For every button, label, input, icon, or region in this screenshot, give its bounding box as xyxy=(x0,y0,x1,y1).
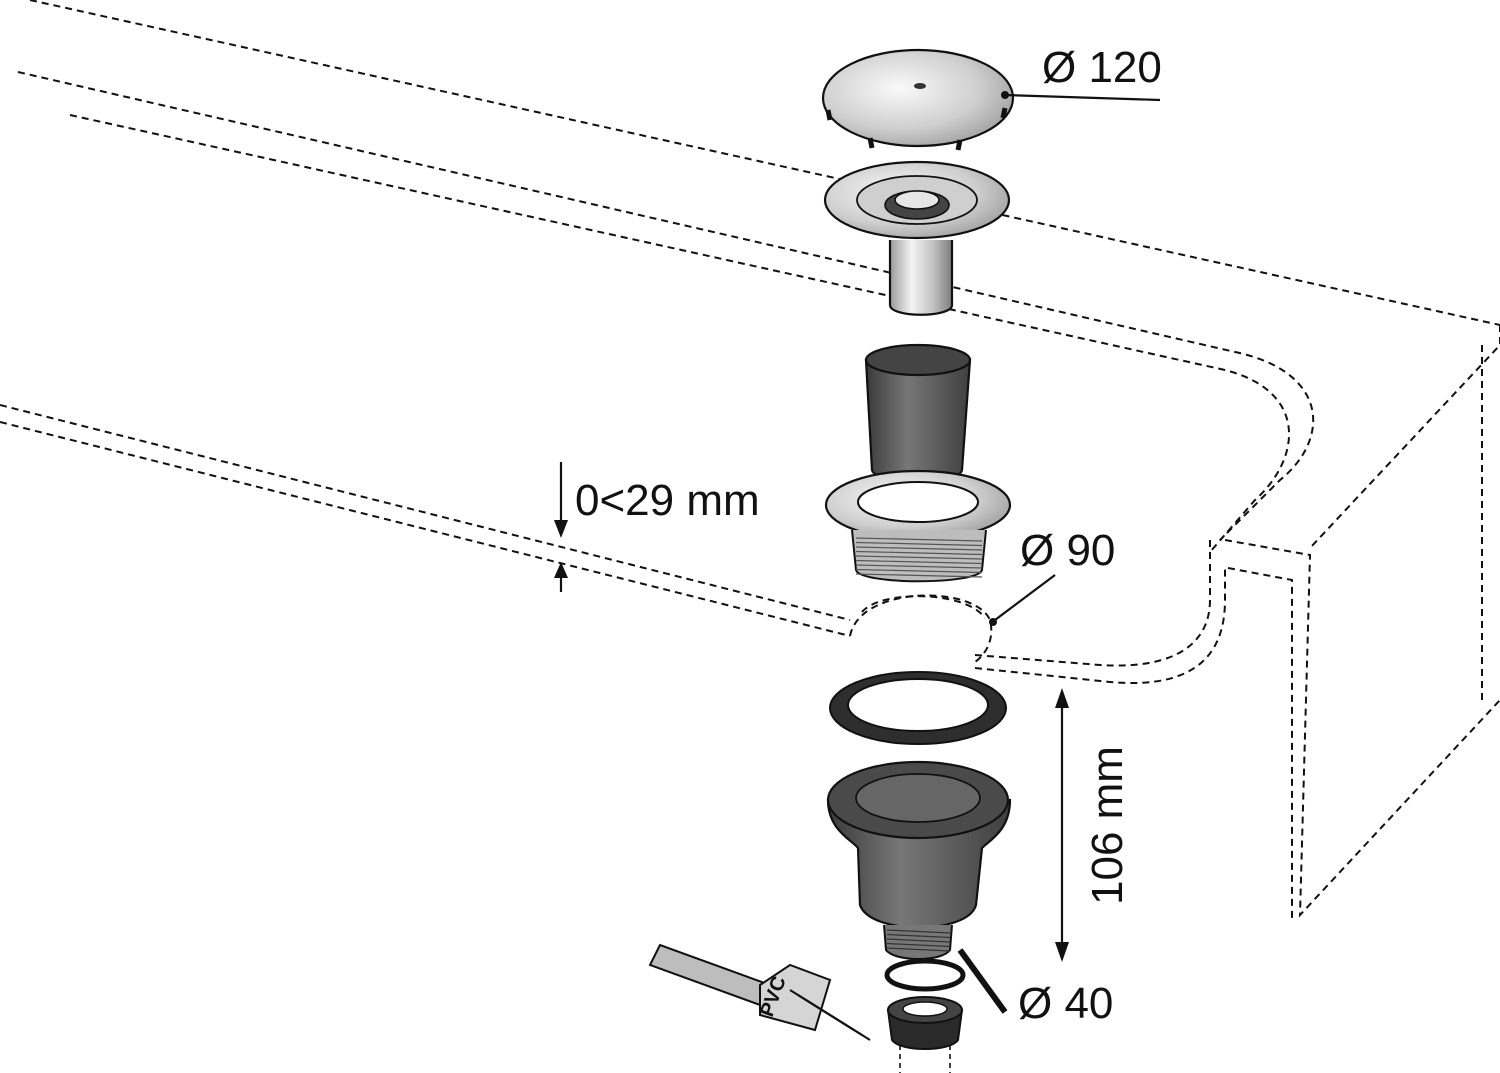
bristle-line xyxy=(837,1019,871,1041)
shower-tray-outline xyxy=(0,0,1500,922)
drain-cover-disc xyxy=(821,48,1015,151)
thread-line xyxy=(855,541,983,547)
dim-mount-thickness: 0<29 mm xyxy=(554,462,760,592)
drain-sleeve xyxy=(864,343,972,483)
dim-cover-diameter: Ø 120 xyxy=(1004,43,1162,102)
thread-line xyxy=(886,929,951,934)
pvc-glue-brush: PVC xyxy=(648,943,871,1041)
thread-line xyxy=(855,546,983,551)
thread-line xyxy=(886,938,951,943)
rubber-gasket xyxy=(829,671,1007,745)
dim-hole-diameter: Ø 90 xyxy=(989,526,1115,626)
thread-line xyxy=(886,933,951,939)
outlet-adapter xyxy=(886,996,964,1073)
drain-body xyxy=(826,760,1012,960)
thread-line xyxy=(855,550,983,556)
label-cover-diameter: Ø 120 xyxy=(1042,43,1162,92)
thread-line xyxy=(855,564,983,569)
label-body-height: 106 mm xyxy=(1083,746,1132,905)
dim-body-height: 106 mm xyxy=(1055,688,1132,962)
thread-line xyxy=(886,947,951,952)
thread-line xyxy=(855,555,983,560)
thread-line xyxy=(855,573,983,578)
threaded-body-with-flange xyxy=(824,469,1012,583)
label-outlet-diameter: Ø 40 xyxy=(1018,979,1113,1028)
thread-line xyxy=(855,559,983,565)
thread-line xyxy=(886,942,951,948)
outlet-ring xyxy=(884,958,966,992)
label-mount-thickness: 0<29 mm xyxy=(575,476,760,525)
thread-line xyxy=(855,537,983,542)
label-hole-diameter: Ø 90 xyxy=(1020,526,1115,575)
thread-line xyxy=(855,568,983,574)
dim-outlet-diameter: Ø 40 xyxy=(957,948,1113,1028)
drain-grate-flange xyxy=(823,160,1011,316)
